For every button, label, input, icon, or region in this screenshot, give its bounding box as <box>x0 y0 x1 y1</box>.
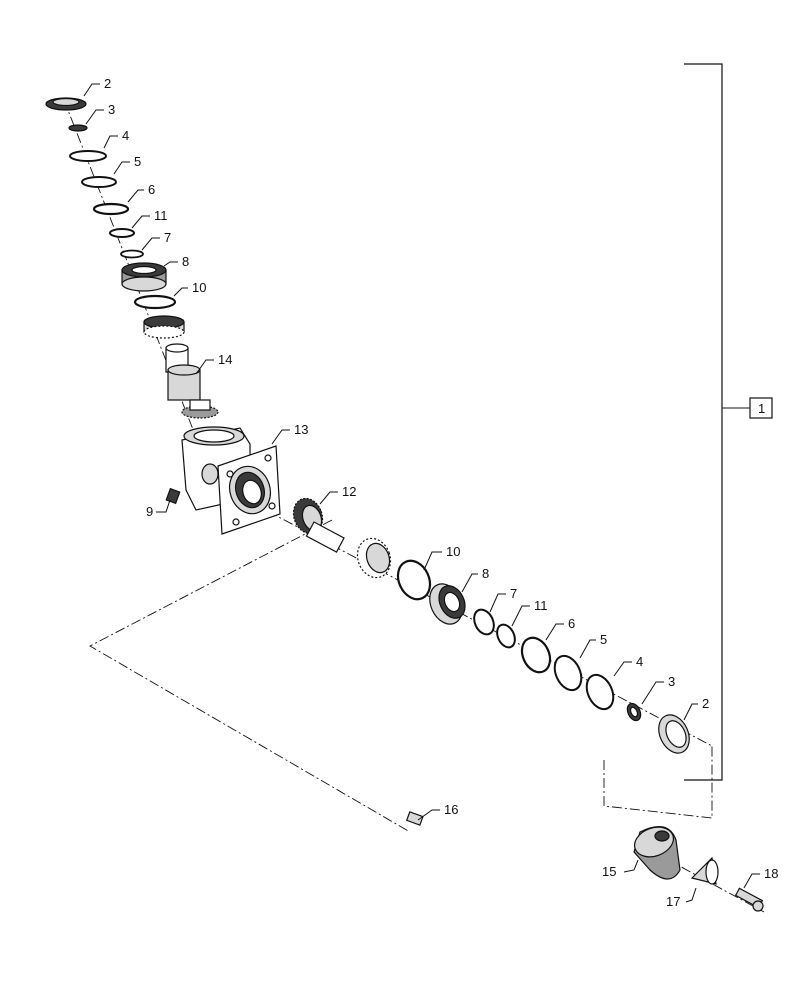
hub-15 <box>633 825 681 880</box>
shim-lower-11 <box>496 623 516 649</box>
ring-lower-10 <box>396 559 432 601</box>
bearing-cup-lower <box>356 537 392 579</box>
callout-lower-7: 7 <box>510 586 517 601</box>
ring-upper-10 <box>133 294 177 310</box>
callout-lower-6: 6 <box>568 616 575 631</box>
callout-top-10: 10 <box>192 280 206 295</box>
gearbox-housing-13 <box>181 426 281 535</box>
callout-top-13: 13 <box>294 422 308 437</box>
ring-upper-5 <box>81 176 117 188</box>
callout-top-5: 5 <box>134 154 141 169</box>
callout-labels: 2 3 4 5 6 11 7 8 10 14 13 12 9 10 8 7 11… <box>104 76 778 909</box>
callout-bottom-17: 17 <box>666 894 680 909</box>
callout-lower-11: 11 <box>534 598 548 613</box>
snap-ring-lower-4 <box>585 673 615 711</box>
callout-top-6: 6 <box>148 182 155 197</box>
callout-top-2: 2 <box>104 76 111 91</box>
shim-upper-11 <box>109 228 135 238</box>
callout-bottom-16: 16 <box>444 802 458 817</box>
ring-upper-7 <box>120 249 144 259</box>
key-16 <box>405 811 424 826</box>
callout-top-7: 7 <box>164 230 171 245</box>
callout-lower-4: 4 <box>636 654 643 669</box>
callout-top-9: 9 <box>146 504 153 519</box>
bolt-18 <box>734 887 764 912</box>
callout-top-11: 11 <box>154 208 168 223</box>
callout-top-14: 14 <box>218 352 232 367</box>
bearing-upper-8 <box>121 262 167 292</box>
callout-lower-10: 10 <box>446 544 460 559</box>
seal-lower-2 <box>658 714 690 754</box>
callout-top-4: 4 <box>122 128 129 143</box>
retaining-ring-lower-3 <box>626 702 642 722</box>
bearing-cup-upper <box>143 315 185 339</box>
callout-bottom-15: 15 <box>602 864 616 879</box>
ring-lower-7 <box>473 608 495 636</box>
callout-top-8: 8 <box>182 254 189 269</box>
ring-lower-6 <box>520 636 552 674</box>
callout-lower-8: 8 <box>482 566 489 581</box>
shaft-14 <box>165 343 219 419</box>
callout-lower-3: 3 <box>668 674 675 689</box>
retaining-ring-upper-3 <box>68 124 88 132</box>
seal-upper <box>45 97 87 111</box>
callout-lower-5: 5 <box>600 632 607 647</box>
callout-lower-2: 2 <box>702 696 709 711</box>
leader-lines <box>83 83 760 903</box>
callout-assembly-1: 1 <box>758 401 765 416</box>
cap-17 <box>690 856 719 885</box>
assembly-bracket <box>684 63 773 781</box>
bearing-lower-8 <box>429 583 466 625</box>
ring-lower-5 <box>553 654 583 692</box>
snap-ring-upper-4 <box>69 150 107 162</box>
axis-lines <box>63 99 765 913</box>
callout-top-12: 12 <box>342 484 356 499</box>
ring-upper-6 <box>92 202 130 216</box>
bevel-gear-12 <box>292 497 345 553</box>
callout-bottom-18: 18 <box>764 866 778 881</box>
callout-top-3: 3 <box>108 102 115 117</box>
plug-9 <box>165 487 181 505</box>
